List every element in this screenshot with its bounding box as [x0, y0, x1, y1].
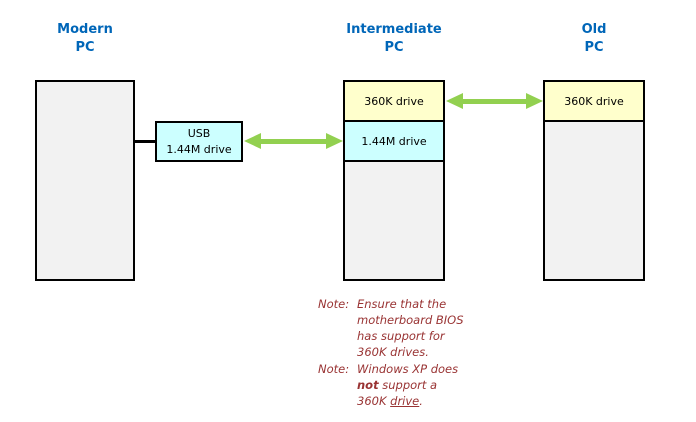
intermediate-360k-drive-label: 360K drive: [364, 94, 424, 108]
old-360k-drive-bay: 360K drive: [545, 82, 643, 122]
arrow-right-head-icon: [326, 133, 343, 149]
intermediate-pc-body: [345, 162, 443, 279]
modern-pc-box: [35, 80, 135, 281]
swap-arrow-360k-disk: [446, 93, 543, 109]
usb-144m-drive-box: USB 1.44M drive: [155, 121, 243, 162]
old-pc-title: Old PC: [581, 22, 607, 55]
arrow-left-head-icon: [446, 93, 463, 109]
intermediate-360k-drive-bay: 360K drive: [345, 82, 443, 122]
modern-pc-title: Modern PC: [57, 22, 113, 55]
intermediate-144m-drive-label: 1.44M drive: [361, 134, 427, 148]
swap-arrow-144m-disk: [244, 133, 343, 149]
intermediate-pc-title: Intermediate PC: [346, 22, 442, 55]
arrow-shaft: [261, 138, 326, 144]
old-360k-drive-label: 360K drive: [564, 94, 624, 108]
arrow-left-head-icon: [244, 133, 261, 149]
note-label: Note:: [318, 362, 350, 376]
old-pc-box: 360K drive: [543, 80, 645, 281]
arrow-right-head-icon: [526, 93, 543, 109]
usb-cable-line: [134, 140, 156, 143]
old-pc-body: [545, 122, 643, 279]
intermediate-pc-box: 360K drive 1.44M drive: [343, 80, 445, 281]
intermediate-144m-drive-bay: 1.44M drive: [345, 122, 443, 162]
note-label: Note:: [318, 297, 350, 311]
arrow-shaft: [463, 98, 526, 104]
usb-144m-drive-label: USB 1.44M drive: [166, 126, 232, 156]
